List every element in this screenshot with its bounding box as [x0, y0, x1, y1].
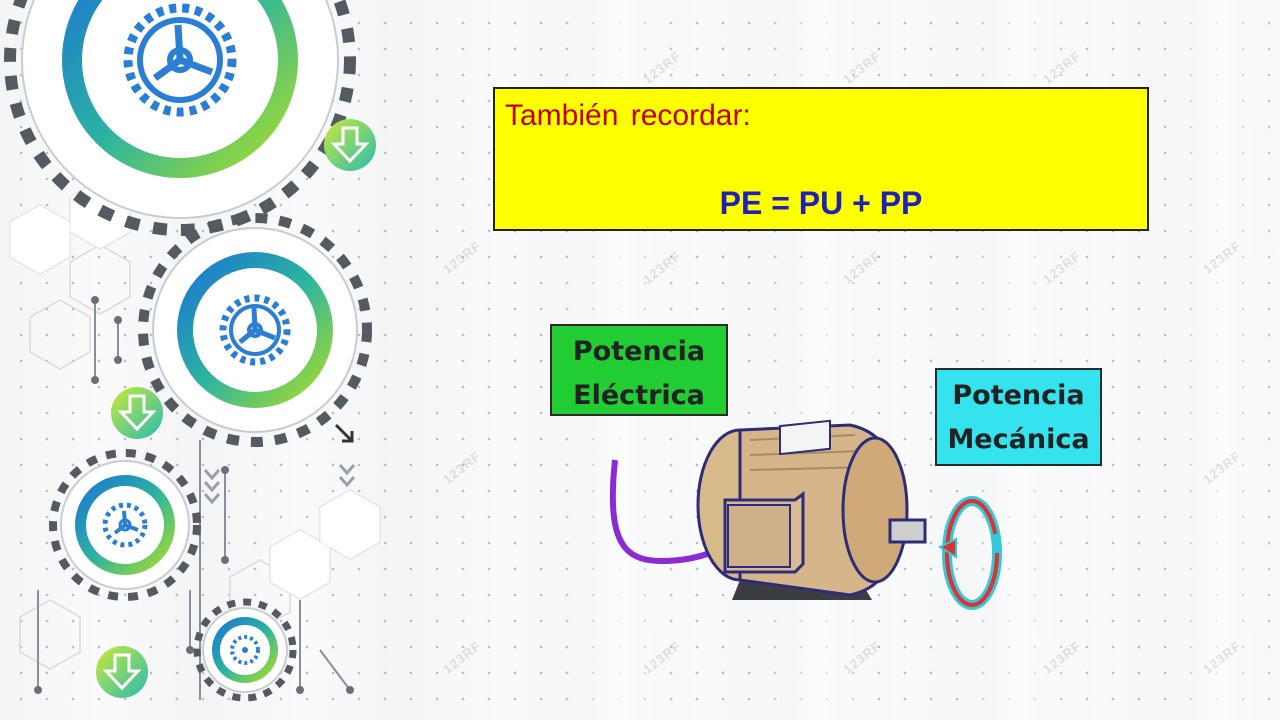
watermark: 123RF — [440, 638, 484, 677]
motor-front-cap — [841, 436, 909, 584]
electric-motor-illustration — [609, 419, 1002, 610]
diagonal-arrow-icon — [334, 423, 354, 443]
motor-shaft — [888, 518, 927, 544]
nameplate — [779, 419, 831, 456]
down-arrow-icon — [324, 119, 376, 171]
reminder-box: También recordar: PE = PU + PP — [493, 87, 1149, 231]
watermark: 123RF — [440, 238, 484, 277]
chevrons-icon — [203, 464, 356, 505]
rotation-arrow-icon — [937, 496, 1002, 610]
down-arrow-icon — [111, 387, 163, 439]
hexagon-shape — [69, 244, 131, 315]
gears-decoration — [4, 0, 381, 702]
down-arrow-icon — [96, 646, 148, 698]
hexagon-shape — [19, 599, 81, 670]
label-line: Potencia — [572, 336, 706, 367]
electrical-power-label: Potencia Eléctrica — [550, 324, 728, 416]
mechanical-power-label: Potencia Mecánica — [935, 368, 1102, 466]
hexagon-shape — [29, 299, 91, 370]
watermark: 123RF — [440, 448, 484, 487]
background-stripe — [1160, 0, 1280, 720]
gear-icon — [49, 449, 201, 601]
gear-icon — [138, 213, 372, 447]
gear-icon — [193, 598, 297, 702]
label-line: Mecánica — [947, 424, 1090, 455]
power-formula: PE = PU + PP — [719, 185, 923, 221]
reminder-title: También recordar: — [505, 99, 751, 132]
label-line: Eléctrica — [573, 380, 705, 411]
gear-icon — [4, 0, 356, 236]
label-line: Potencia — [952, 380, 1085, 411]
